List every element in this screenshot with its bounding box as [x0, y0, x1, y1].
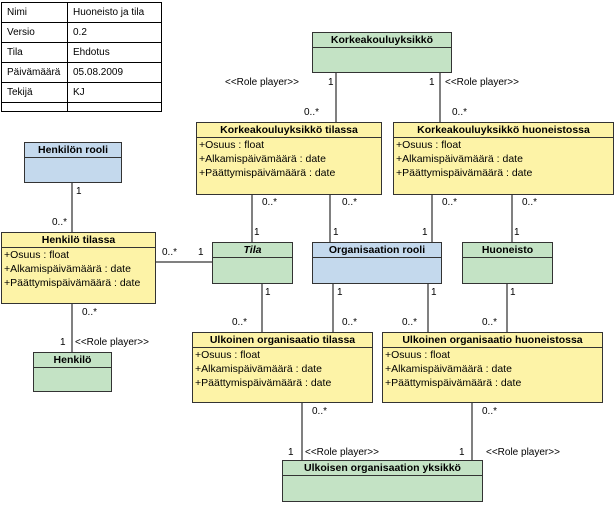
attribute: +Alkamispäivämäärä : date — [195, 363, 322, 375]
class-title: Korkeakouluyksikkö — [313, 33, 451, 48]
attribute: +Alkamispäivämäärä : date — [199, 153, 326, 165]
attribute: +Päättymispäivämäärä : date — [195, 377, 332, 389]
multiplicity-label: 0..* — [442, 197, 458, 208]
class-henkilo[interactable]: Henkilö — [33, 352, 112, 392]
multiplicity-label: 1 — [514, 227, 520, 238]
multiplicity-label: 0..* — [232, 317, 248, 328]
metadata-key: Nimi — [1, 2, 68, 23]
attribute: +Osuus : float — [396, 139, 462, 151]
class-title: Ulkoinen organisaatio huoneistossa — [383, 333, 602, 348]
attribute: +Päättymispäivämäärä : date — [396, 167, 533, 179]
multiplicity-label: 0..* — [402, 317, 418, 328]
multiplicity-label: 0..* — [342, 317, 358, 328]
class-ulkoisen-organisaation-yksikko[interactable]: Ulkoisen organisaation yksikkö — [282, 460, 483, 502]
metadata-value: Huoneisto ja tila — [67, 2, 162, 23]
role-player-label: <<Role player>> — [75, 337, 149, 348]
multiplicity-label: 1 — [422, 227, 428, 238]
multiplicity-label: 1 — [328, 77, 334, 88]
class-korkeakouluyksikko-tilassa[interactable]: Korkeakouluyksikkö tilassa +Osuus : floa… — [196, 122, 382, 195]
metadata-value — [67, 102, 162, 112]
metadata-key — [1, 102, 68, 112]
class-title: Organisaation rooli — [313, 243, 441, 258]
metadata-key: Versio — [1, 22, 68, 43]
role-player-label: <<Role player>> — [225, 77, 299, 88]
attribute: +Päättymispäivämäärä : date — [385, 377, 522, 389]
attribute: +Päättymispäivämäärä : date — [4, 277, 141, 289]
class-henkilon-rooli[interactable]: Henkilön rooli — [24, 142, 122, 183]
multiplicity-label: 0..* — [342, 197, 358, 208]
attribute: +Alkamispäivämäärä : date — [396, 153, 523, 165]
multiplicity-label: 1 — [76, 186, 82, 197]
class-title: Henkilö tilassa — [2, 233, 155, 248]
attribute-list: +Osuus : float +Alkamispäivämäärä : date… — [383, 348, 602, 390]
multiplicity-label: 0..* — [522, 197, 538, 208]
class-henkilo-tilassa[interactable]: Henkilö tilassa +Osuus : float +Alkamisp… — [1, 232, 156, 304]
role-player-label: <<Role player>> — [445, 77, 519, 88]
multiplicity-label: 0..* — [304, 107, 320, 118]
class-tila[interactable]: Tila — [212, 242, 293, 284]
multiplicity-label: 1 — [510, 287, 516, 298]
attribute: +Osuus : float — [199, 139, 265, 151]
class-title: Henkilön rooli — [25, 143, 121, 158]
attribute: +Osuus : float — [385, 349, 451, 361]
multiplicity-label: 1 — [459, 447, 465, 458]
metadata-key: Tila — [1, 42, 68, 63]
attribute: +Osuus : float — [4, 249, 70, 261]
metadata-value: 05.08.2009 — [67, 62, 162, 83]
multiplicity-label: 0..* — [52, 217, 68, 228]
multiplicity-label: 1 — [265, 287, 271, 298]
class-title: Korkeakouluyksikkö huoneistossa — [394, 123, 613, 138]
class-title: Ulkoisen organisaation yksikkö — [283, 461, 482, 476]
class-korkeakouluyksikko[interactable]: Korkeakouluyksikkö — [312, 32, 452, 73]
multiplicity-label: 1 — [198, 247, 204, 258]
attribute: +Alkamispäivämäärä : date — [4, 263, 131, 275]
multiplicity-label: 0..* — [82, 307, 98, 318]
metadata-row — [1, 102, 162, 112]
role-player-label: <<Role player>> — [486, 447, 560, 458]
class-ulkoinen-organisaatio-huoneistossa[interactable]: Ulkoinen organisaatio huoneistossa +Osuu… — [382, 332, 603, 403]
multiplicity-label: 0..* — [482, 406, 498, 417]
metadata-key: Päivämäärä — [1, 62, 68, 83]
attribute-list: +Osuus : float +Alkamispäivämäärä : date… — [2, 248, 155, 290]
multiplicity-label: 1 — [60, 337, 66, 348]
class-title: Huoneisto — [463, 243, 552, 258]
multiplicity-label: 0..* — [452, 107, 468, 118]
multiplicity-label: 1 — [254, 227, 260, 238]
class-title: Ulkoinen organisaatio tilassa — [193, 333, 372, 348]
multiplicity-label: 0..* — [482, 317, 498, 328]
metadata-value: 0.2 — [67, 22, 162, 43]
attribute: +Osuus : float — [195, 349, 261, 361]
multiplicity-label: 1 — [288, 447, 294, 458]
multiplicity-label: 0..* — [312, 406, 328, 417]
multiplicity-label: 0..* — [162, 247, 178, 258]
attribute-list: +Osuus : float +Alkamispäivämäärä : date… — [197, 138, 381, 180]
attribute: +Päättymispäivämäärä : date — [199, 167, 336, 179]
class-title: Henkilö — [34, 353, 111, 368]
metadata-key: Tekijä — [1, 82, 68, 103]
attribute: +Alkamispäivämäärä : date — [385, 363, 512, 375]
class-organisaation-rooli[interactable]: Organisaation rooli — [312, 242, 442, 284]
class-huoneisto[interactable]: Huoneisto — [462, 242, 553, 284]
class-korkeakouluyksikko-huoneistossa[interactable]: Korkeakouluyksikkö huoneistossa +Osuus :… — [393, 122, 614, 195]
multiplicity-label: 1 — [429, 77, 435, 88]
attribute-list: +Osuus : float +Alkamispäivämäärä : date… — [394, 138, 613, 180]
multiplicity-label: 1 — [431, 287, 437, 298]
metadata-value: Ehdotus — [67, 42, 162, 63]
role-player-label: <<Role player>> — [305, 447, 379, 458]
multiplicity-label: 0..* — [262, 197, 278, 208]
class-ulkoinen-organisaatio-tilassa[interactable]: Ulkoinen organisaatio tilassa +Osuus : f… — [192, 332, 373, 403]
attribute-list: +Osuus : float +Alkamispäivämäärä : date… — [193, 348, 372, 390]
class-title: Tila — [213, 243, 292, 258]
metadata-value: KJ — [67, 82, 162, 103]
class-title: Korkeakouluyksikkö tilassa — [197, 123, 381, 138]
multiplicity-label: 1 — [333, 227, 339, 238]
multiplicity-label: 1 — [337, 287, 343, 298]
